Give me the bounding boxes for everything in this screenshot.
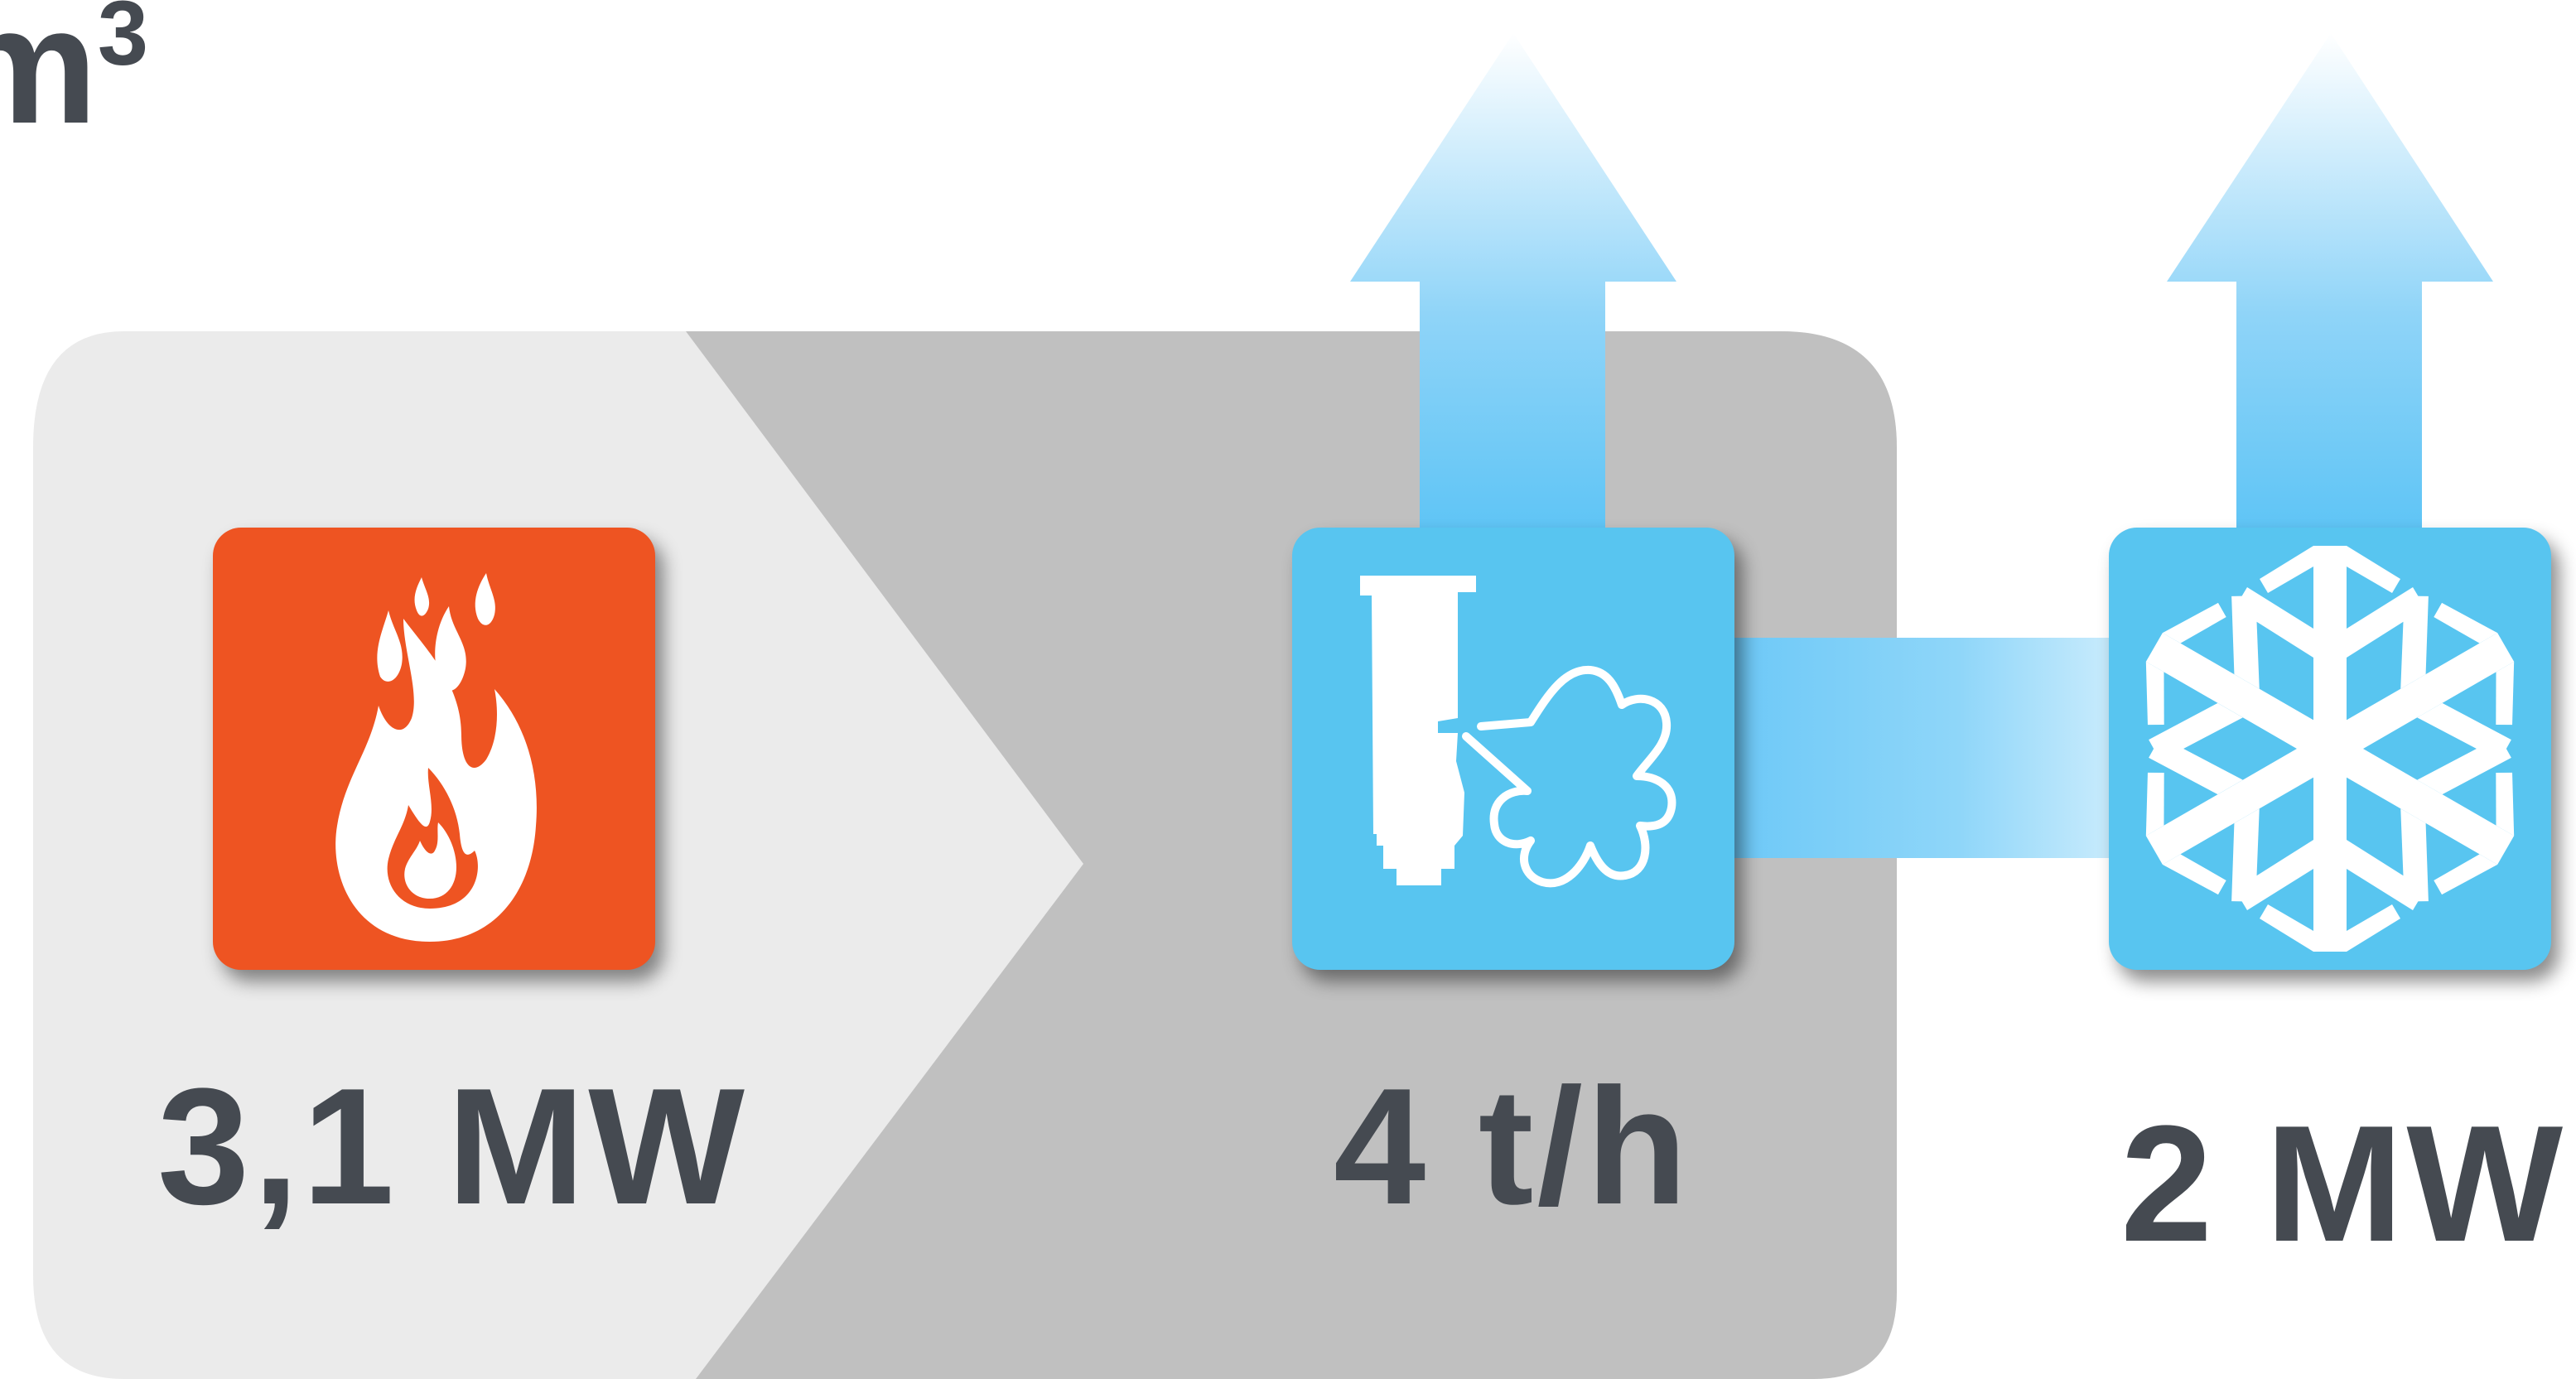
fire-tile (213, 528, 655, 970)
steam-to-cooling-connector (1723, 638, 2154, 858)
steam-value-label: 4 t/h (1334, 1054, 1691, 1239)
steam-output-arrow (1350, 33, 1676, 547)
cooling-value-label: 2 MW (2120, 1092, 2567, 1276)
steam-turbine-icon (1360, 576, 1676, 888)
steam-tile (1292, 528, 1734, 970)
cooling-output-arrow (2167, 33, 2493, 547)
cooling-tile (2109, 528, 2551, 970)
fire-value-label: 3,1 MW (157, 1054, 748, 1239)
unit-label-cubic-meter: m3 (0, 0, 149, 158)
flame-icon (335, 573, 537, 942)
snowflake-icon (2109, 546, 2551, 952)
